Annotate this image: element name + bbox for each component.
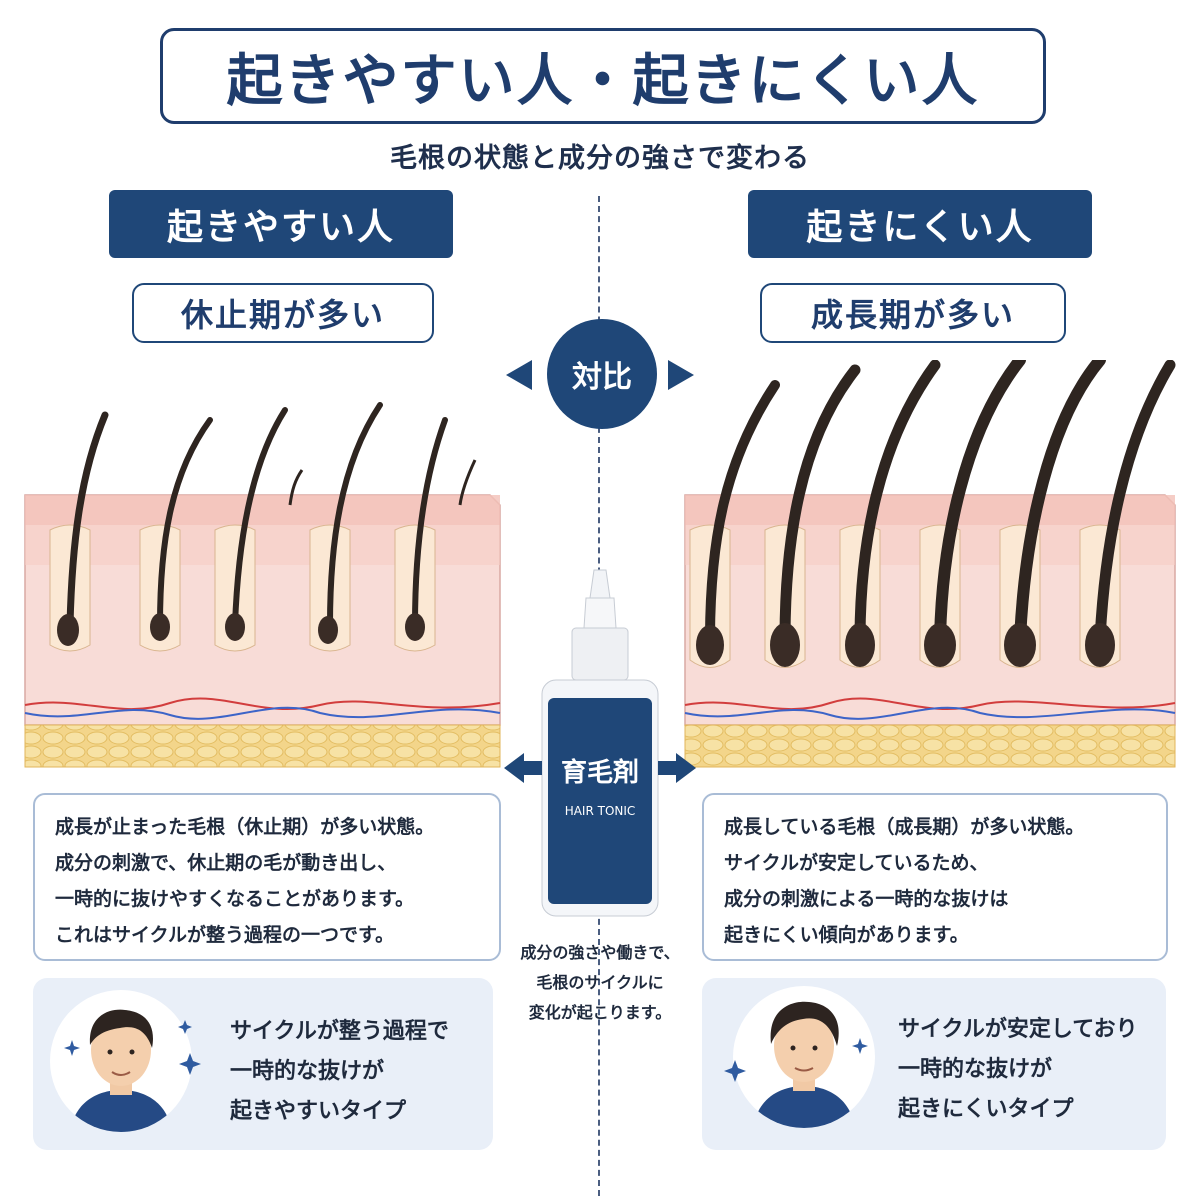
- page-subtitle: 毛根の状態と成分の強さで変わる: [390, 143, 810, 174]
- right-skin-diagram: [684, 360, 1176, 768]
- sparkle-icon: [64, 1040, 80, 1056]
- left-card-text: サイクルが整う過程で 一時的な抜けが 起きやすいタイプ: [230, 1019, 449, 1124]
- avatar-left: [50, 990, 192, 1132]
- title-box: 起きやすい人・起きにくい人: [160, 28, 1046, 124]
- right-triangle-icon: [668, 360, 694, 390]
- right-header: 起きにくい人: [748, 190, 1092, 258]
- arrow-right-icon: [658, 753, 696, 783]
- hair-tonic-bottle: [541, 569, 659, 917]
- right-description: 成長している毛根（成長期）が多い状態。 サイクルが安定しているため、 成分の刺激…: [702, 793, 1168, 961]
- left-skin-diagram: [24, 402, 501, 768]
- right-subheader: 成長期が多い: [760, 283, 1066, 343]
- right-follicles: [689, 360, 1176, 668]
- bottle-label-jp: 育毛剤: [560, 758, 639, 788]
- vs-badge: 対比: [547, 319, 657, 429]
- left-subheader: 休止期が多い: [132, 283, 434, 343]
- sparkles-left: [64, 1020, 201, 1075]
- sparkles-right: [724, 1038, 868, 1082]
- left-description: 成長が止まった毛根（休止期）が多い状態。 成分の刺激で、休止期の毛が動き出し、 …: [33, 793, 501, 961]
- sparkle-icon: [724, 1060, 746, 1082]
- avatar-right: [733, 986, 875, 1128]
- left-header: 起きやすい人: [109, 190, 453, 258]
- bottle-arrows: [504, 753, 696, 783]
- sparkle-icon: [178, 1020, 192, 1034]
- sparkle-icon: [852, 1038, 868, 1054]
- page-title: 起きやすい人・起きにくい人: [226, 48, 980, 114]
- right-card-text: サイクルが安定しており 一時的な抜けが 起きにくいタイプ: [898, 1017, 1138, 1122]
- bottle-label-en: HAIR TONIC: [564, 804, 636, 818]
- sparkle-icon: [179, 1053, 201, 1075]
- left-follicles: [49, 402, 477, 652]
- bottle-note: 成分の強さや働きで、 毛根のサイクルに 変化が起こります。: [520, 943, 680, 1022]
- vs-arrows: [506, 360, 694, 390]
- arrow-left-icon: [504, 753, 542, 783]
- left-triangle-icon: [506, 360, 532, 390]
